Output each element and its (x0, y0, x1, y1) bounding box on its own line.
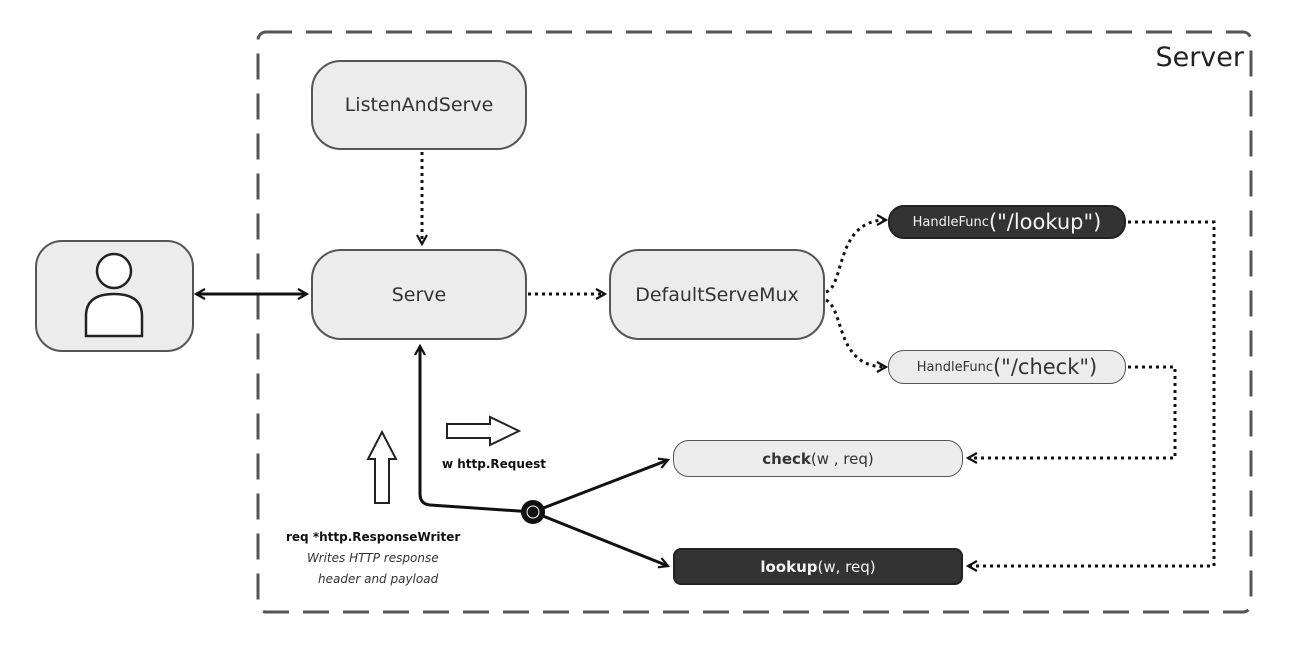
default-serve-mux-node[interactable]: DefaultServeMux (609, 249, 825, 340)
handle-func-check-prefix: HandleFunc (916, 359, 993, 375)
writer-desc-line1: Writes HTTP response (307, 551, 439, 565)
check-handler-name: check (762, 449, 811, 468)
handle-func-lookup-prefix: HandleFunc (912, 214, 989, 230)
listen-and-serve-node[interactable]: ListenAndServe (311, 60, 527, 150)
server-boundary (256, 30, 1253, 614)
serve-label: Serve (391, 283, 447, 306)
server-label: Server (1155, 42, 1244, 73)
writer-annotation: req *http.ResponseWriter (286, 530, 461, 544)
request-direction-arrow (446, 415, 522, 447)
writer-desc-line2: header and payload (318, 572, 439, 586)
lookup-handler-args: (w, req) (817, 557, 876, 576)
handle-func-lookup-arg: ("/lookup") (988, 210, 1102, 234)
arrow-junction-check (532, 460, 668, 514)
serve-node[interactable]: Serve (311, 249, 527, 340)
handle-func-check-node[interactable]: HandleFunc("/check") (888, 350, 1126, 384)
lookup-handler-name: lookup (760, 557, 818, 576)
arrow-junction-lookup (532, 510, 668, 566)
listen-and-serve-label: ListenAndServe (344, 94, 494, 116)
default-serve-mux-label: DefaultServeMux (635, 283, 799, 306)
handle-func-lookup-node[interactable]: HandleFunc("/lookup") (888, 205, 1126, 239)
arrow-mux-handle-lookup (825, 220, 886, 294)
lookup-handler-node[interactable]: lookup(w, req) (673, 548, 963, 585)
user-icon (84, 252, 144, 338)
arrow-handle-lookup-to-lookup (968, 220, 1216, 566)
check-handler-args: (w , req) (810, 449, 874, 468)
handle-func-check-arg: ("/check") (992, 355, 1098, 379)
arrow-handle-check-to-check (968, 365, 1177, 458)
response-direction-arrow (366, 429, 398, 504)
junction-point-inner (526, 505, 540, 519)
request-annotation: w http.Request (442, 457, 546, 471)
arrow-mux-handle-check (825, 298, 886, 367)
check-handler-node[interactable]: check(w , req) (673, 440, 963, 477)
arrow-response-to-serve (420, 346, 534, 514)
